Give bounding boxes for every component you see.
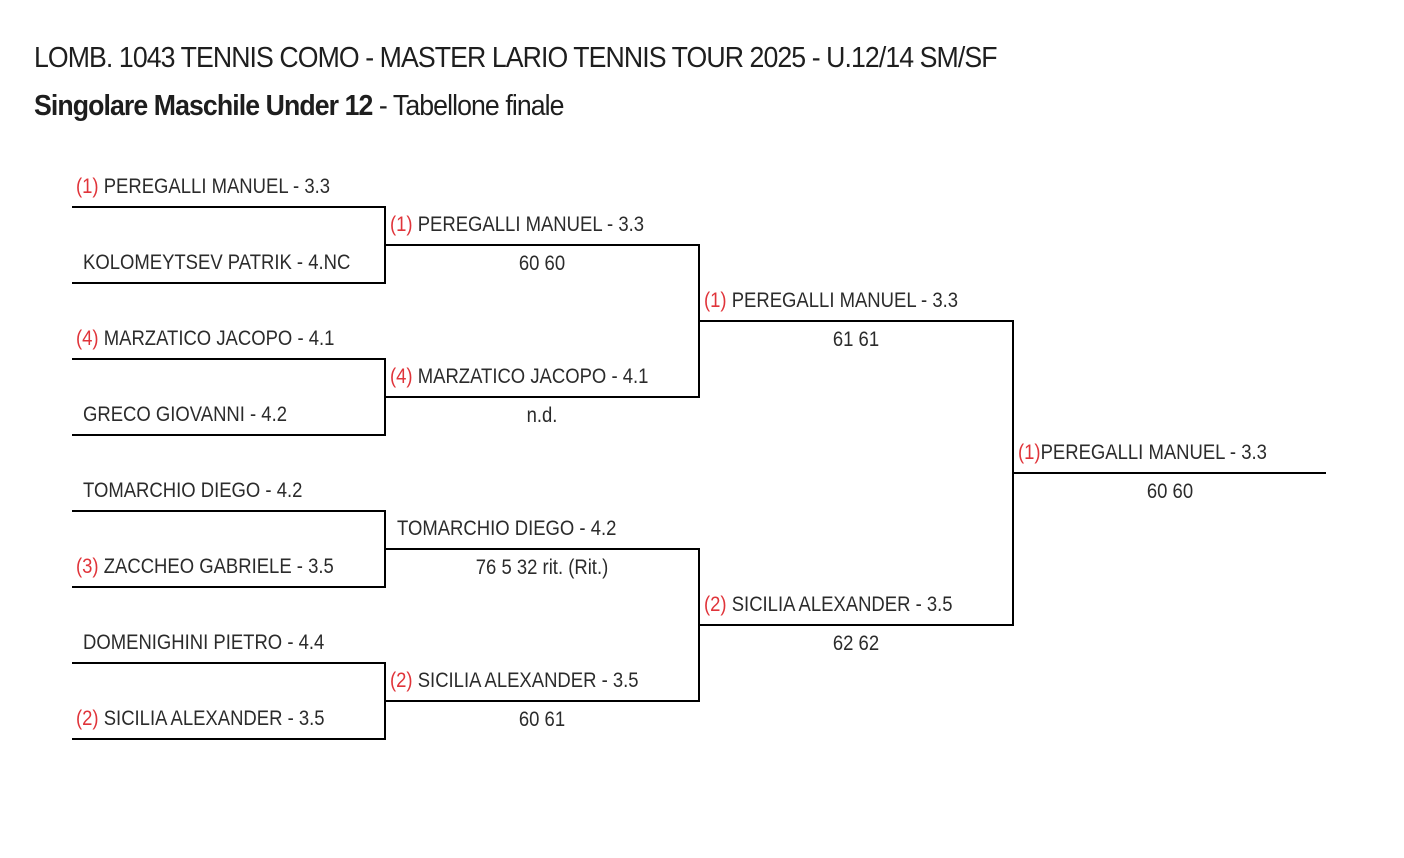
match-score: 60 60 <box>518 252 566 275</box>
match-score: 62 62 <box>832 632 880 655</box>
r1-connector <box>384 358 386 436</box>
r1-line <box>72 662 386 664</box>
qf-line <box>386 548 700 550</box>
player-name: DOMENIGHINI PIETRO - 4.4 <box>83 631 325 654</box>
r1-line <box>72 510 386 512</box>
player-name: SICILIA ALEXANDER - 3.5 <box>103 707 325 730</box>
r1-connector <box>384 662 386 740</box>
r1-player: GRECO GIOVANNI - 4.2 <box>83 403 287 427</box>
sf-line <box>700 624 1014 626</box>
player-name: TOMARCHIO DIEGO - 4.2 <box>83 479 303 502</box>
r1-player: (2) SICILIA ALEXANDER - 3.5 <box>76 707 325 731</box>
sf-player: (2) SICILIA ALEXANDER - 3.5 <box>704 593 953 617</box>
page-subtitle: Singolare Maschile Under 12 - Tabellone … <box>34 90 565 123</box>
match-score: 61 61 <box>832 328 880 351</box>
player-name: PEREGALLI MANUEL - 3.3 <box>103 175 331 198</box>
final-line <box>1014 472 1326 474</box>
r1-line <box>72 738 386 740</box>
r1-player: (1) PEREGALLI MANUEL - 3.3 <box>76 175 330 199</box>
r1-line <box>72 358 386 360</box>
r1-player: (3) ZACCHEO GABRIELE - 3.5 <box>76 555 334 579</box>
event-name: Singolare Maschile Under 12 <box>34 90 373 122</box>
final-winner: (1)PEREGALLI MANUEL - 3.3 <box>1018 441 1267 465</box>
seed-badge: (4) <box>390 365 413 388</box>
player-name: SICILIA ALEXANDER - 3.5 <box>731 593 953 616</box>
seed-badge: (2) <box>390 669 413 692</box>
qf-line <box>386 244 700 246</box>
player-name: MARZATICO JACOPO - 4.1 <box>417 365 649 388</box>
qf-connector <box>698 244 700 398</box>
subtitle-separator: - <box>372 90 393 122</box>
r1-line <box>72 586 386 588</box>
qf-connector <box>698 548 700 702</box>
player-name: PEREGALLI MANUEL - 3.3 <box>1040 441 1267 464</box>
r1-connector <box>384 206 386 284</box>
player-name: GRECO GIOVANNI - 4.2 <box>83 403 288 426</box>
seed-badge: (2) <box>704 593 727 616</box>
sf-connector <box>1012 320 1014 626</box>
match-score: 76 5 32 rit. (Rit.) <box>475 556 609 579</box>
sf-player: (1) PEREGALLI MANUEL - 3.3 <box>704 289 958 313</box>
qf-line <box>386 700 700 702</box>
match-score: n.d. <box>526 404 558 427</box>
r1-line <box>72 434 386 436</box>
seed-badge: (1) <box>390 213 413 236</box>
player-name: PEREGALLI MANUEL - 3.3 <box>417 213 645 236</box>
r1-connector <box>384 510 386 588</box>
seed-badge: (2) <box>76 707 99 730</box>
seed-badge: (1) <box>704 289 727 312</box>
qf-player: (2) SICILIA ALEXANDER - 3.5 <box>390 669 639 693</box>
r1-player: (4) MARZATICO JACOPO - 4.1 <box>76 327 334 351</box>
sf-line <box>700 320 1014 322</box>
qf-player: TOMARCHIO DIEGO - 4.2 <box>397 517 616 541</box>
player-name: MARZATICO JACOPO - 4.1 <box>103 327 335 350</box>
player-name: SICILIA ALEXANDER - 3.5 <box>417 669 639 692</box>
qf-player: (1) PEREGALLI MANUEL - 3.3 <box>390 213 644 237</box>
seed-badge: (1) <box>76 175 99 198</box>
player-name: PEREGALLI MANUEL - 3.3 <box>731 289 959 312</box>
r1-player: DOMENIGHINI PIETRO - 4.4 <box>83 631 324 655</box>
draw-type: Tabellone finale <box>392 90 565 122</box>
r1-player: TOMARCHIO DIEGO - 4.2 <box>83 479 302 503</box>
page-title: LOMB. 1043 TENNIS COMO - MASTER LARIO TE… <box>34 42 998 74</box>
seed-badge: (1) <box>1018 441 1041 464</box>
player-name: ZACCHEO GABRIELE - 3.5 <box>103 555 334 578</box>
player-name: TOMARCHIO DIEGO - 4.2 <box>397 517 617 540</box>
qf-line <box>386 396 700 398</box>
seed-badge: (3) <box>76 555 99 578</box>
match-score: 60 61 <box>518 708 566 731</box>
player-name: KOLOMEYTSEV PATRIK - 4.NC <box>83 251 351 274</box>
r1-player: KOLOMEYTSEV PATRIK - 4.NC <box>83 251 350 275</box>
qf-player: (4) MARZATICO JACOPO - 4.1 <box>390 365 648 389</box>
match-score: 60 60 <box>1146 480 1194 503</box>
seed-badge: (4) <box>76 327 99 350</box>
r1-line <box>72 282 386 284</box>
r1-line <box>72 206 386 208</box>
